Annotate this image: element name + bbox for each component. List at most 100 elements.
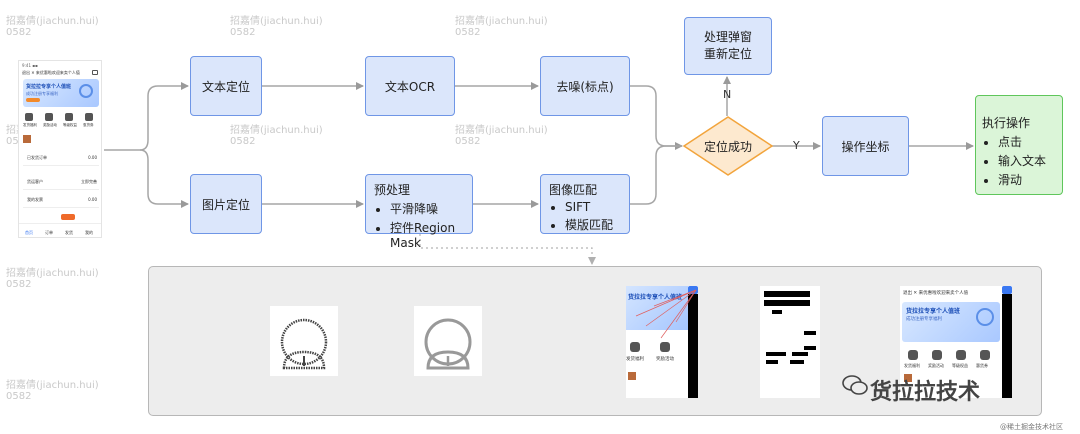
edge-label-yes: Y (793, 139, 800, 152)
mask-block (790, 360, 804, 364)
watermark-id: 0582 (6, 27, 32, 38)
node-denoise-label: 去噪(标点) (556, 79, 614, 94)
list-row[interactable]: 已发货订单 0.00 (23, 153, 99, 166)
watermark-id: 0582 (230, 136, 256, 147)
list-row[interactable]: 我的发票 0.00 (23, 195, 99, 208)
node-popup: 处理弹窗 重新定位 (684, 17, 772, 75)
result-avatar (904, 374, 912, 382)
result-icon-label: 发货福利 (904, 363, 920, 368)
mask-block (804, 346, 816, 350)
node-denoise: 去噪(标点) (540, 56, 630, 116)
result-icon (908, 350, 918, 360)
banner-button[interactable] (26, 98, 40, 102)
preprocess-item: 控件Region Mask (390, 219, 464, 250)
node-text-locate: 文本定位 (190, 56, 262, 116)
tab-bar: 首页 订单 发货 我的 (19, 223, 101, 237)
shortcut-label: 等级权益 (63, 123, 77, 127)
node-coords-label: 操作坐标 (841, 139, 890, 154)
shortcut-label: 发货福利 (23, 123, 37, 127)
phone-header: 退出 ✕ 来优惠啦欢迎来卖个人值 (22, 70, 80, 75)
share-icon (92, 70, 98, 75)
tab-orders[interactable]: 订单 (45, 230, 53, 235)
tab-mine[interactable]: 我的 (85, 230, 93, 235)
status-bar: 9:41 ▪▪ (22, 63, 38, 68)
row-label: 我的发票 (27, 197, 43, 202)
watermark-id: 0582 (6, 391, 32, 402)
watermark-id: 0582 (455, 136, 481, 147)
crop-icon (660, 342, 670, 352)
mask-block (804, 331, 816, 335)
promo-banner: 货拉拉专享个人值班 成功注册专享福利 (23, 79, 99, 107)
popup-line1: 处理弹窗 (703, 30, 752, 44)
list-row[interactable]: 货运客户 立即完善 (23, 177, 99, 190)
execute-item: 输入文本 (998, 152, 1056, 169)
preprocess-list: 平滑降噪 控件Region Mask (374, 200, 464, 250)
banner-title: 货拉拉专享个人值班 (26, 84, 72, 90)
wechat-icon (842, 375, 868, 395)
app-screenshot: 9:41 ▪▪ 退出 ✕ 来优惠啦欢迎来卖个人值 货拉拉专享个人值班 成功注册专… (18, 60, 102, 238)
node-execute: 执行操作 点击 输入文本 滑动 (975, 95, 1063, 195)
preprocess-item: 平滑降噪 (390, 200, 464, 217)
result-corner-icon (1002, 286, 1012, 294)
shortcut-icon[interactable] (85, 113, 93, 121)
mask-block (792, 352, 808, 356)
watermark: 招嘉倩(jiachun.hui)0582 (6, 268, 99, 290)
image-match-list: SIFT 模版匹配 (549, 200, 621, 233)
magnifier-icon (79, 84, 93, 98)
magnifier-icon (976, 308, 994, 326)
source-credit: @稀土掘金技术社区 (1000, 423, 1063, 431)
watermark-text: 招嘉倩(jiachun.hui) (6, 268, 99, 279)
result-icon (956, 350, 966, 360)
user-avatar-icon (424, 318, 472, 370)
banner-subtitle: 成功注册专享福利 (26, 91, 58, 96)
result-banner-sub: 成功注册专享福利 (906, 317, 942, 322)
brand-title: 货拉拉技术 (870, 379, 981, 405)
tab-ship[interactable]: 发货 (65, 230, 73, 235)
node-image-match: 图像匹配 SIFT 模版匹配 (540, 174, 630, 234)
shortcut-icon[interactable] (65, 113, 73, 121)
watermark: 招嘉倩(jiachun.hui)0582 (230, 125, 323, 147)
watermark: 招嘉倩(jiachun.hui)0582 (455, 16, 548, 38)
crop-banner (626, 286, 688, 330)
result-icon (932, 350, 942, 360)
watermark-text: 招嘉倩(jiachun.hui) (230, 125, 323, 136)
tab-home[interactable]: 首页 (25, 230, 33, 235)
shortcut-icon[interactable] (45, 113, 53, 121)
user-avatar-icon (280, 318, 328, 370)
execute-list: 点击 输入文本 滑动 (982, 133, 1056, 188)
row-value: 0.00 (88, 155, 97, 160)
image-match-item: SIFT (565, 200, 621, 214)
node-image-locate: 图片定位 (190, 174, 262, 234)
mask-block (772, 310, 782, 314)
result-icon (980, 350, 990, 360)
row-value: 0.00 (88, 197, 97, 202)
masked-phone-image (760, 286, 820, 398)
row-label: 货运客户 (27, 179, 43, 184)
node-coords: 操作坐标 (822, 116, 909, 176)
noisy-avatar-image (270, 306, 338, 376)
result-icon-label: 等级权益 (952, 363, 968, 368)
watermark-text: 招嘉倩(jiachun.hui) (230, 16, 323, 27)
crop-black-strip (688, 294, 698, 398)
shortcut-row: 发货福利 奖励活动 等级权益 惠货券 (23, 113, 101, 131)
shortcut-icon[interactable] (25, 113, 33, 121)
shortcut-label: 奖励活动 (43, 123, 57, 127)
result-banner-title: 货拉拉专享个人值班 (906, 308, 961, 315)
mask-block (766, 360, 778, 364)
watermark-id: 0582 (455, 27, 481, 38)
crop-corner-icon (688, 286, 698, 294)
result-icon-label: 奖励活动 (928, 363, 944, 368)
feature-match-lines (635, 289, 697, 339)
execute-item: 点击 (998, 133, 1056, 150)
result-icon-label: 惠货券 (976, 363, 988, 368)
watermark-id: 0582 (6, 279, 32, 290)
matched-phone-crop: 货拉拉专享个人值班 发货福利 奖励活动 (626, 286, 698, 398)
crop-icon (630, 342, 640, 352)
decision-diamond (682, 116, 774, 176)
mask-block (766, 352, 786, 356)
result-header: 退出 ✕ 来优惠啦欢迎来卖个人值 (903, 291, 969, 296)
node-image-locate-label: 图片定位 (201, 197, 250, 212)
crop-avatar (628, 372, 636, 380)
decision-label: 定位成功 (703, 139, 752, 154)
crop-icon-label: 奖励活动 (656, 357, 674, 362)
